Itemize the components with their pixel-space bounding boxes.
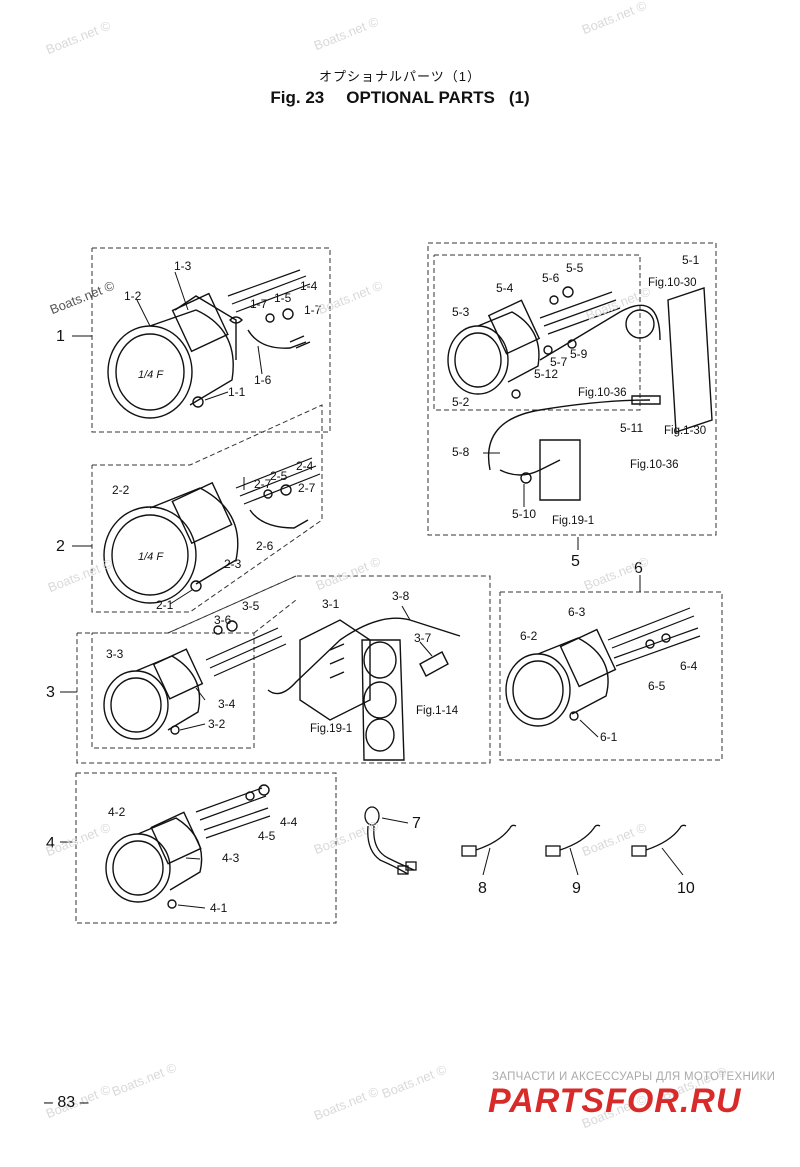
- group-number: 3: [46, 684, 55, 701]
- group-1-gauge: 1/4 F: [107, 269, 311, 419]
- callout-label: 5-2: [452, 395, 470, 409]
- callout-label: 5-10: [512, 507, 536, 521]
- callout-label: 5-5: [566, 261, 584, 275]
- leader-lines: [60, 271, 684, 909]
- item-9-lead-wire: [545, 824, 601, 857]
- callout-label: 1-6: [254, 373, 272, 387]
- callout-label: 1-7: [250, 297, 268, 311]
- callout-label: 3-5: [242, 599, 260, 613]
- group-number: 5: [571, 553, 580, 570]
- title-japanese: オプショナルパーツ（1）: [319, 69, 481, 84]
- callout-label: 5-8: [452, 445, 470, 459]
- callout-label: 3-1: [322, 597, 340, 611]
- group-number: 7: [412, 815, 421, 832]
- group-number: 2: [56, 538, 65, 555]
- group-2-gauge: 1/4 F: [103, 457, 321, 604]
- group-number: 1: [56, 328, 65, 345]
- group-number: 9: [572, 880, 581, 897]
- callout-label: 2-6: [256, 539, 274, 553]
- callout-label: 3-4: [218, 697, 236, 711]
- group-5-inner-box: [433, 254, 641, 411]
- group-6-box: [499, 591, 723, 761]
- callout-label: 6-5: [648, 679, 666, 693]
- group-3-box-slant: [167, 575, 297, 634]
- callout-label: 6-2: [520, 629, 538, 643]
- group-5-gauge: [447, 286, 713, 501]
- group-4-gauge: [105, 784, 271, 909]
- callout-label: 3-3: [106, 647, 124, 661]
- callout-label: 3-8: [392, 589, 410, 603]
- item-8-lead-wire: [461, 824, 517, 857]
- figure-ref: Fig.1-30: [664, 425, 706, 437]
- group-4-box: [75, 772, 337, 924]
- callout-label: 2-1: [156, 598, 174, 612]
- item-7-socket: [364, 806, 417, 875]
- callout-label: 2-5: [270, 469, 288, 483]
- group-number: 6: [634, 560, 643, 577]
- callout-label: 4-2: [108, 805, 126, 819]
- group-3-gauge: [103, 617, 461, 761]
- callout-label: 4-5: [258, 829, 276, 843]
- figure-ref: Fig.10-30: [648, 277, 697, 289]
- group-number: 8: [478, 880, 487, 897]
- svg-text:1/4 F: 1/4 F: [138, 369, 164, 381]
- callout-label: 1-3: [174, 259, 192, 273]
- callout-label: 1-1: [228, 385, 246, 399]
- callout-label: 5-1: [682, 253, 700, 267]
- callout-label: 5-9: [570, 347, 588, 361]
- callout-label: 6-1: [600, 730, 618, 744]
- callout-label: 5-6: [542, 271, 560, 285]
- figure-ref: Fig.19-1: [552, 515, 594, 527]
- callout-label: 3-7: [414, 631, 432, 645]
- figure-ref: Fig.19-1: [310, 723, 352, 735]
- callout-label: 1-7: [304, 303, 322, 317]
- group-5-box: [427, 242, 717, 536]
- callout-label: 4-1: [210, 901, 228, 915]
- figure-references: Fig.10-30 Fig.10-36 Fig.10-36 Fig.1-30 F…: [310, 277, 706, 735]
- callout-label: 6-4: [680, 659, 698, 673]
- item-10-lead-wire: [631, 824, 687, 857]
- callout-label: 2-3: [224, 557, 242, 571]
- group-numbers: 1 2 3 4 5 6 7 8 9 10: [46, 328, 695, 897]
- figure-title: Fig. 23 OPTIONAL PARTS (1): [0, 88, 800, 108]
- page-number: – 83 –: [44, 1094, 89, 1111]
- figure-heading-number: (1): [508, 88, 530, 107]
- callout-label: 2-2: [112, 483, 130, 497]
- callout-label: 5-3: [452, 305, 470, 319]
- callout-label: 5-11: [620, 421, 643, 435]
- callout-label: 5-4: [496, 281, 514, 295]
- callout-label: 3-2: [208, 717, 226, 731]
- group-number: 10: [677, 880, 695, 897]
- group-3-inner-slant: [253, 599, 297, 634]
- part-callouts: 1-1 1-2 1-3 1-4 1-5 1-6 1-7 1-7 2-1 2-2 …: [106, 253, 700, 915]
- callout-label: 2-4: [296, 459, 314, 473]
- callout-label: 1-2: [124, 289, 142, 303]
- brand-tagline: ЗАПЧАСТИ И АКСЕССУАРЫ ДЛЯ МОТОТЕХНИКИ: [492, 1071, 776, 1083]
- callout-label: 4-3: [222, 851, 240, 865]
- figure-number: Fig. 23: [270, 88, 325, 107]
- callout-label: 3-6: [214, 613, 232, 627]
- callout-label: 2-7: [298, 481, 316, 495]
- callout-label: 2-7: [254, 477, 272, 491]
- brand-logo: PARTSFOR.RU: [488, 1082, 742, 1120]
- figure-ref: Fig.1-14: [416, 705, 459, 717]
- figure-heading: OPTIONAL PARTS: [346, 88, 495, 107]
- callout-label: 1-4: [300, 279, 318, 293]
- svg-text:1/4 F: 1/4 F: [138, 551, 164, 563]
- figure-ref: Fig.10-36: [578, 387, 627, 399]
- group-number: 4: [46, 835, 55, 852]
- callout-label: 1-5: [274, 291, 292, 305]
- figure-ref: Fig.10-36: [630, 459, 679, 471]
- group-3-inner-box: [91, 632, 255, 749]
- callout-label: 5-12: [534, 367, 558, 381]
- callout-label: 4-4: [280, 815, 298, 829]
- callout-label: 5-7: [550, 355, 568, 369]
- callout-label: 6-3: [568, 605, 586, 619]
- group-6-gauge: [505, 607, 701, 727]
- group-1-box: [91, 247, 331, 433]
- group-2-box: [91, 404, 323, 613]
